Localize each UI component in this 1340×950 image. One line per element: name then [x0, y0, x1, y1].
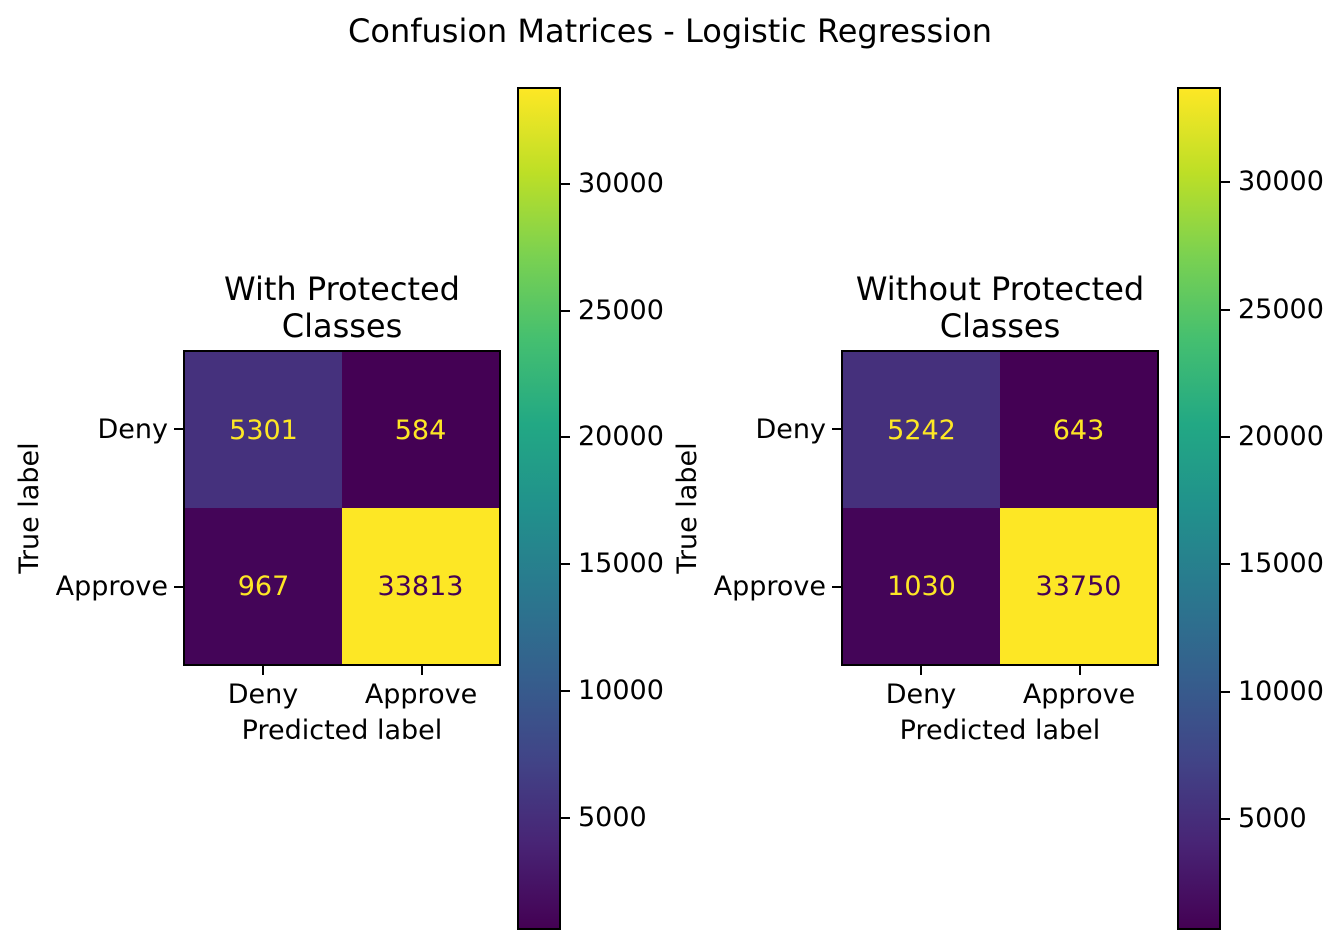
colorbar-tick [1221, 563, 1230, 566]
colorbar-tick [561, 436, 570, 439]
colorbar-tick [1221, 818, 1230, 821]
matrix-cell: 1030 [843, 508, 1000, 664]
axis-tick [832, 428, 841, 430]
colorbar-tick-label: 5000 [578, 801, 647, 833]
y-tick-label: Approve [713, 571, 826, 602]
colorbar-tick [561, 690, 570, 693]
y-tick-label: Deny [755, 414, 827, 445]
subplot-title: Without Protected Classes [855, 270, 1145, 345]
colorbar [1177, 87, 1221, 930]
x-tick-label: Deny [885, 679, 957, 710]
x-tick-label: Approve [1022, 679, 1136, 710]
matrix-cell: 33750 [1000, 508, 1157, 664]
colorbar-tick-label: 20000 [578, 421, 664, 453]
y-tick-label: Deny [97, 414, 169, 445]
colorbar-tick [561, 182, 570, 185]
matrix-cell: 33813 [342, 508, 499, 664]
matrix-cell: 5301 [185, 352, 342, 508]
axis-tick [919, 666, 922, 675]
colorbar-tick-label: 10000 [1238, 675, 1324, 707]
figure-title: Confusion Matrices - Logistic Regression [348, 12, 992, 50]
axis-tick [261, 666, 264, 675]
x-axis-label: Predicted label [899, 715, 1101, 746]
colorbar-tick [1221, 308, 1230, 311]
axis-tick [174, 428, 183, 430]
colorbar-tick-label: 15000 [578, 548, 664, 580]
colorbar-tick [561, 816, 570, 819]
colorbar-tick-label: 20000 [1238, 421, 1324, 453]
y-axis-label: True label [672, 442, 703, 574]
colorbar-tick [1221, 690, 1230, 693]
colorbar-tick [561, 309, 570, 312]
matrix-cell: 643 [1000, 352, 1157, 508]
colorbar-tick-label: 15000 [1238, 548, 1324, 580]
colorbar-tick [1221, 181, 1230, 184]
colorbar-tick-label: 5000 [1238, 803, 1307, 835]
x-tick-label: Deny [227, 679, 299, 710]
colorbar [517, 87, 561, 930]
colorbar-tick-label: 30000 [578, 167, 664, 199]
axis-tick [174, 586, 183, 588]
colorbar-tick-label: 25000 [1238, 293, 1324, 325]
colorbar-tick [561, 563, 570, 566]
axis-tick [832, 586, 841, 588]
x-tick-label: Approve [364, 679, 478, 710]
x-axis-label: Predicted label [241, 715, 443, 746]
colorbar-tick [1221, 436, 1230, 439]
colorbar-tick-label: 10000 [578, 675, 664, 707]
matrix-cell: 967 [185, 508, 342, 664]
axis-tick [1078, 666, 1081, 675]
axis-tick [420, 666, 423, 675]
colorbar-tick-label: 30000 [1238, 166, 1324, 198]
colorbar-tick-label: 25000 [578, 294, 664, 326]
y-tick-label: Approve [55, 571, 168, 602]
matrix-cell: 584 [342, 352, 499, 508]
matrix-cell: 5242 [843, 352, 1000, 508]
y-axis-label: True label [14, 442, 45, 574]
subplot-title: With Protected Classes [224, 270, 460, 345]
